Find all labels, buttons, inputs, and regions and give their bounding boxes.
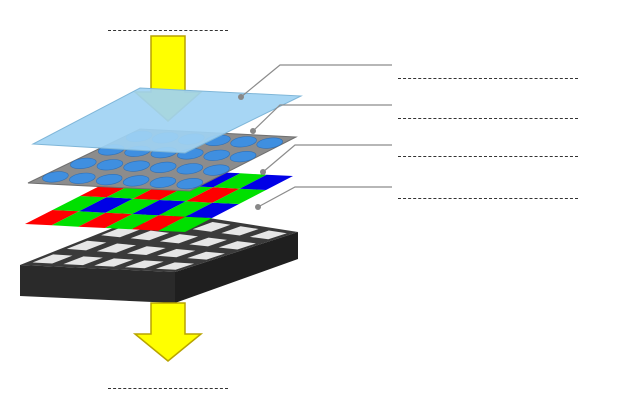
photodiode (32, 254, 73, 264)
filter-cell (105, 198, 160, 214)
leader-lines (240, 64, 392, 208)
photodiode (94, 258, 134, 267)
filter-cell (159, 186, 214, 202)
leader-line-cover-glass (240, 64, 392, 98)
leader-dot-microlens (250, 128, 256, 134)
microlens (96, 159, 124, 171)
leader-dot-cover-glass (238, 94, 244, 100)
photodiode (63, 256, 103, 266)
photodiode (101, 227, 141, 238)
photodiode (159, 234, 199, 244)
microlens (256, 137, 283, 149)
microlens (176, 178, 203, 190)
photodiode (192, 222, 231, 232)
sensor-front-face (20, 265, 175, 303)
photodiode (96, 243, 137, 253)
microlens (149, 176, 177, 188)
photodiode (130, 230, 170, 241)
leader-dot-color-filter (260, 169, 266, 175)
filter-cell (239, 174, 293, 190)
filter-cell (158, 201, 213, 217)
label-blank-4 (398, 198, 578, 199)
microlens (42, 171, 69, 183)
microlens (122, 175, 150, 187)
photodiode (218, 241, 256, 250)
microlens (203, 149, 230, 161)
microlens (229, 151, 257, 163)
filter-cell (212, 188, 266, 204)
photodiode (66, 240, 107, 251)
microlens (69, 172, 96, 184)
top-blank-line (108, 30, 228, 31)
photodiode (187, 251, 225, 260)
filter-cell (213, 173, 267, 189)
filter-cell (78, 212, 133, 228)
label-blank-2 (398, 118, 578, 119)
microlens (150, 161, 177, 173)
label-blank-1 (398, 78, 578, 79)
photodiode (249, 230, 287, 240)
photodiode (221, 226, 259, 236)
microlens (70, 157, 97, 169)
filter-cell (131, 215, 186, 231)
leader-line-color-filter (262, 144, 392, 173)
sensor-side-face (175, 232, 298, 303)
filter-cell (52, 196, 107, 212)
filter-cell (132, 200, 186, 216)
filter-cell (51, 211, 106, 227)
bottom-blank-line (108, 388, 228, 389)
label-blank-3 (398, 156, 578, 157)
microlens (96, 174, 123, 186)
microlens (203, 164, 230, 176)
filter-cell (79, 197, 133, 213)
filter-cell (158, 216, 212, 232)
filter-cell (25, 210, 80, 226)
filter-cell (105, 214, 159, 230)
photodiode (157, 249, 196, 258)
filter-cell (186, 187, 240, 203)
outgoing-signal-arrow (132, 302, 204, 362)
leader-line-photodiode (257, 186, 392, 208)
filter-cell (185, 202, 239, 218)
cover-glass-layer (31, 87, 303, 154)
microlens (230, 136, 257, 148)
photodiode (189, 237, 227, 247)
photodiode (155, 262, 195, 270)
leader-line-microlens (252, 104, 392, 132)
leader-dot-photodiode (255, 204, 261, 210)
photodiode (125, 260, 164, 269)
microlens (123, 160, 150, 172)
microlens (176, 163, 203, 175)
sensor-top-face (20, 210, 298, 272)
photodiode (127, 246, 166, 255)
